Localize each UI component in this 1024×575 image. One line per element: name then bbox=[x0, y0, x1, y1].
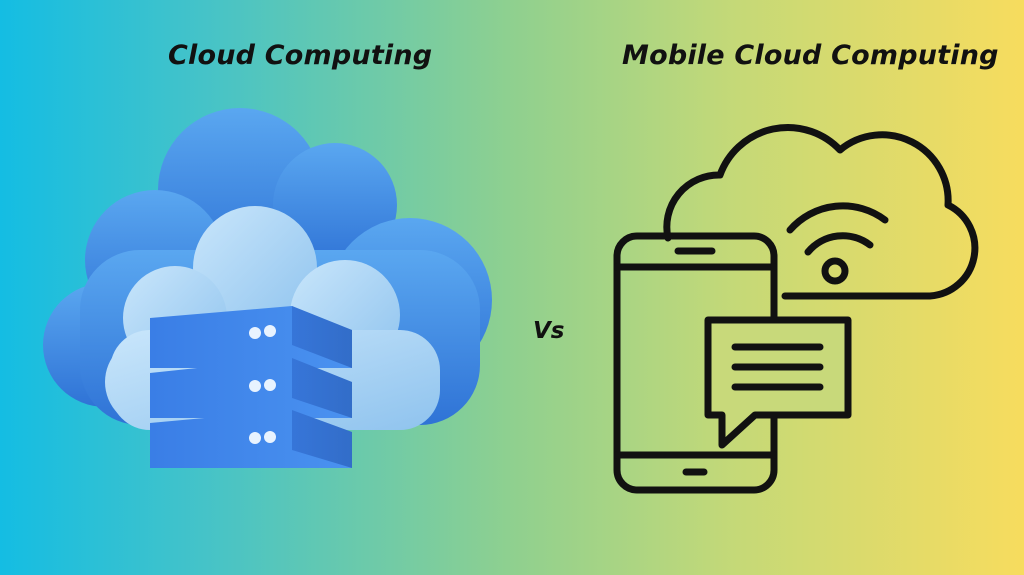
mobile-cloud-computing-title: Mobile Cloud Computing bbox=[622, 40, 999, 71]
vs-label: Vs bbox=[533, 318, 565, 344]
server-stack bbox=[150, 306, 352, 468]
chat-bubble-icon bbox=[704, 316, 852, 449]
cloud-computing-title: Cloud Computing bbox=[168, 40, 433, 71]
wifi-cloud-icon bbox=[663, 124, 979, 300]
